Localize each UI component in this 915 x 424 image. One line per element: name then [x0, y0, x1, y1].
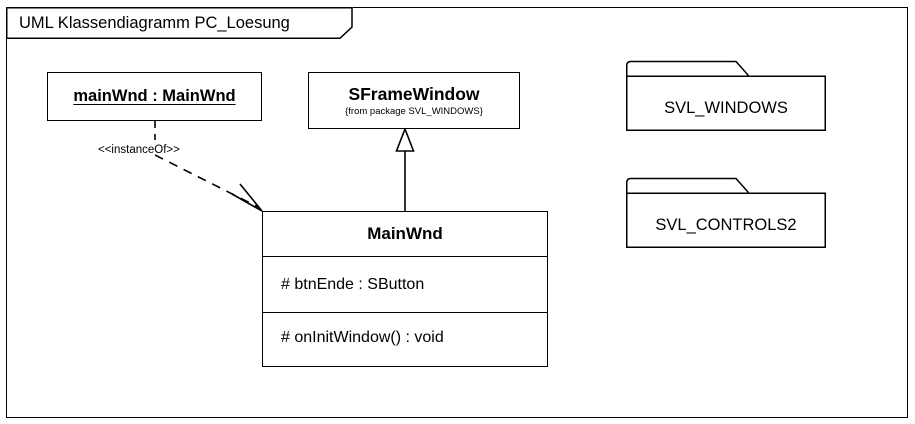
class-box-sframewindow[interactable]: SFrameWindow {from package SVL_WINDOWS} — [308, 72, 520, 129]
diagram-title-tab[interactable]: UML Klassendiagramm PC_Loesung — [6, 7, 353, 39]
class-name-label: MainWnd — [367, 224, 443, 243]
package-icon — [626, 177, 826, 248]
diagram-frame — [6, 7, 908, 418]
package-name-label: SVL_CONTROLS2 — [655, 215, 797, 234]
class-operations-compartment: # onInitWindow() : void — [263, 313, 547, 366]
title-tab-shape — [6, 7, 353, 39]
page-title: UML Klassendiagramm PC_Loesung — [19, 14, 290, 32]
object-name-label: mainWnd : MainWnd — [73, 87, 236, 105]
package-svl-windows[interactable]: SVL_WINDOWS — [626, 60, 826, 132]
class-package-note: {from package SVL_WINDOWS} — [345, 105, 483, 117]
object-box-mainwnd[interactable]: mainWnd : MainWnd — [47, 72, 262, 121]
class-box-mainwnd[interactable]: MainWnd # btnEnde : SButton # onInitWind… — [262, 211, 548, 367]
package-icon — [626, 60, 826, 131]
class-title-compartment: MainWnd — [263, 212, 547, 257]
class-name-label: SFrameWindow — [348, 83, 480, 104]
package-svl-controls2[interactable]: SVL_CONTROLS2 — [626, 177, 826, 249]
class-operation: # onInitWindow() : void — [281, 329, 444, 346]
instance-of-label: <<instanceOf>> — [98, 144, 180, 156]
class-attributes-compartment: # btnEnde : SButton — [263, 257, 547, 313]
package-name-label: SVL_WINDOWS — [664, 98, 788, 117]
class-attribute: # btnEnde : SButton — [281, 275, 425, 293]
